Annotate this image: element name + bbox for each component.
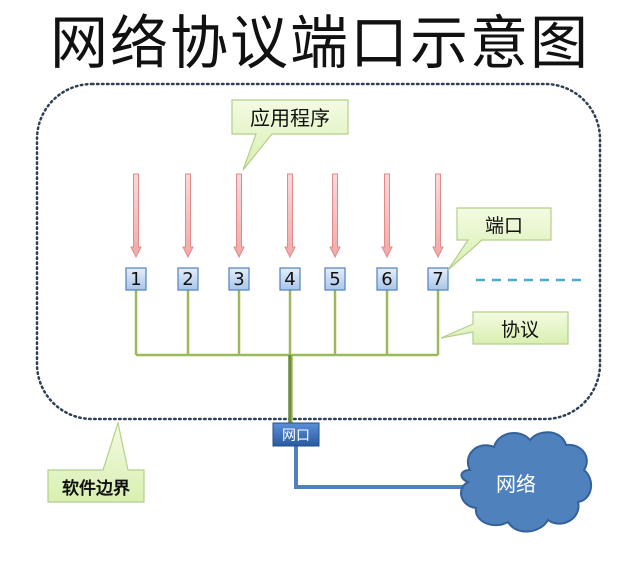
callout-protocol: 协议 <box>440 311 569 345</box>
callout-boundary: 软件边界 <box>47 420 145 503</box>
port-number: 3 <box>233 269 244 290</box>
application-arrow <box>130 173 142 259</box>
port-number: 7 <box>432 269 443 290</box>
port-5: 5 <box>324 267 346 291</box>
nic-label: 网口 <box>282 428 310 444</box>
port-3: 3 <box>228 267 250 291</box>
port-number: 6 <box>381 269 392 290</box>
port-number: 4 <box>284 269 295 290</box>
application-arrow <box>284 173 296 259</box>
port-1: 1 <box>125 267 147 291</box>
network-cloud: 网络 <box>460 431 593 533</box>
application-arrow <box>432 173 444 259</box>
application-arrow <box>381 173 393 259</box>
application-arrow <box>233 173 245 259</box>
callout-port-text: 端口 <box>485 215 523 237</box>
port-number: 1 <box>130 269 141 290</box>
callout-protocol-text: 协议 <box>501 319 539 341</box>
port-4: 4 <box>279 267 301 291</box>
port-number: 5 <box>329 269 340 290</box>
port-box <box>177 267 199 291</box>
nic-box: 网口 <box>272 422 320 447</box>
port-box <box>376 267 398 291</box>
software-boundary <box>35 82 602 421</box>
application-arrow <box>182 173 194 259</box>
callout-port: 端口 <box>447 207 552 271</box>
callout-boundary-text: 软件边界 <box>62 478 130 499</box>
port-box <box>228 267 250 291</box>
port-box <box>279 267 301 291</box>
protocol-tree <box>134 290 440 423</box>
port-box <box>125 267 147 291</box>
application-arrow <box>329 173 341 259</box>
port-boxes: 1 2 3 4 5 6 7 <box>125 267 449 291</box>
application-arrows <box>130 173 444 259</box>
callout-application-text: 应用程序 <box>250 106 330 130</box>
port-6: 6 <box>376 267 398 291</box>
network-label: 网络 <box>496 472 536 496</box>
port-box <box>324 267 346 291</box>
diagram-title: 网络协议端口示意图 <box>49 9 590 77</box>
port-box <box>427 267 449 291</box>
callout-application: 应用程序 <box>231 99 349 171</box>
port-2: 2 <box>177 267 199 291</box>
port-number: 2 <box>182 269 193 290</box>
port-7: 7 <box>427 267 449 291</box>
nic-to-network-link <box>294 446 465 489</box>
